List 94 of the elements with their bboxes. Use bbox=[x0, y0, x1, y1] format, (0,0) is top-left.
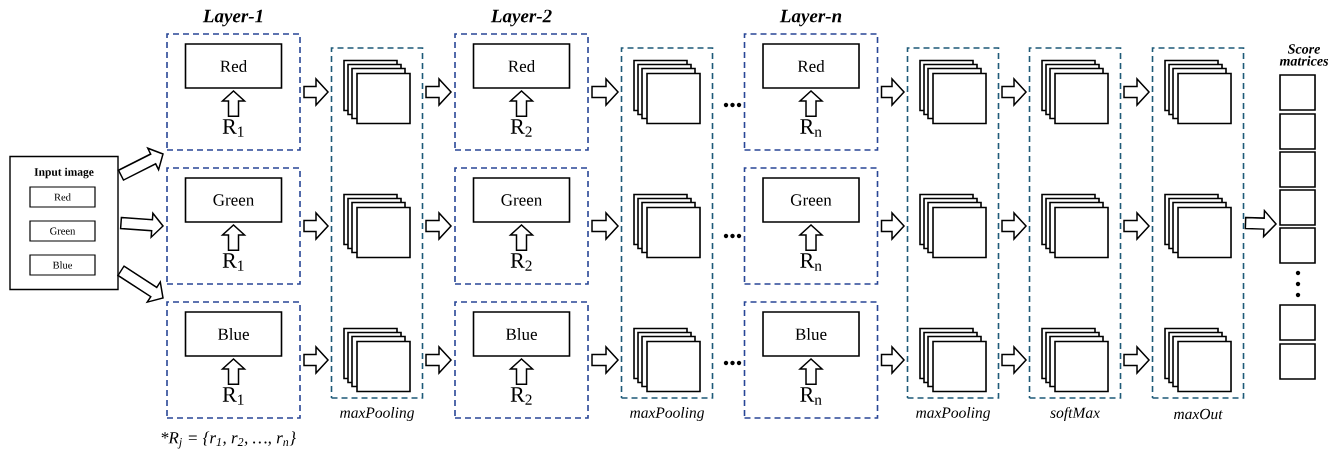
feature-map-stack bbox=[1164, 193, 1232, 259]
node-label: maxPooling bbox=[916, 406, 991, 422]
feature-map-stack bbox=[343, 193, 411, 259]
block-arrow bbox=[425, 345, 453, 375]
channel-box: Blue bbox=[472, 311, 571, 357]
block-arrow bbox=[303, 345, 330, 375]
block-arrow bbox=[1244, 208, 1278, 239]
matrix-box bbox=[1279, 189, 1316, 226]
dashed-box bbox=[743, 167, 879, 285]
feature-map-stack bbox=[633, 193, 701, 259]
region-label: R$_{n}$ bbox=[800, 119, 822, 137]
block-arrow bbox=[798, 224, 824, 251]
region-label: R$_{2}$ bbox=[510, 253, 532, 271]
channel-box: Green bbox=[762, 177, 860, 223]
block-arrow bbox=[1001, 211, 1028, 241]
block-arrow bbox=[880, 345, 906, 375]
feature-map-stack bbox=[633, 327, 701, 393]
block-arrow bbox=[303, 211, 330, 241]
column-heading: Score matrices bbox=[1279, 44, 1329, 66]
matrix-box bbox=[1279, 343, 1316, 380]
dashed-box bbox=[166, 33, 301, 151]
node-label: maxPooling bbox=[630, 406, 705, 422]
channel-box: Green bbox=[472, 177, 571, 223]
matrix-box bbox=[1279, 74, 1316, 111]
matrix-box bbox=[1279, 151, 1316, 188]
region-label: R$_{1}$ bbox=[222, 387, 244, 405]
block-arrow bbox=[798, 358, 824, 385]
region-label: R$_{1}$ bbox=[222, 119, 244, 137]
block-arrow bbox=[591, 211, 620, 241]
dashed-box bbox=[743, 33, 879, 151]
pooling-group: maxOut bbox=[1151, 47, 1245, 420]
block-arrow bbox=[1001, 77, 1028, 107]
channel-box: Red bbox=[29, 186, 96, 208]
region-label: R$_{2}$ bbox=[510, 119, 532, 137]
block-arrow bbox=[303, 77, 330, 107]
dashed-box bbox=[454, 301, 589, 419]
node-label: maxPooling bbox=[340, 406, 415, 422]
channel-box: Red bbox=[184, 43, 283, 89]
feature-map-stack bbox=[1041, 59, 1109, 125]
channel-box: Red bbox=[762, 43, 860, 89]
pooling-group: softMax bbox=[1028, 47, 1122, 422]
feature-map-stack bbox=[1164, 59, 1232, 125]
pooling-group: maxPooling bbox=[906, 47, 1000, 422]
feature-map-stack bbox=[343, 327, 411, 393]
block-arrow bbox=[508, 224, 535, 251]
region-label: R$_{2}$ bbox=[510, 387, 532, 405]
block-arrow bbox=[220, 224, 247, 251]
block-arrow bbox=[1123, 345, 1151, 375]
region-label: R$_{1}$ bbox=[222, 253, 244, 271]
node-label: softMax bbox=[1050, 406, 1100, 422]
dashed-box bbox=[454, 33, 589, 151]
block-arrow bbox=[1123, 77, 1151, 107]
feature-map-stack bbox=[919, 59, 987, 125]
block-arrow bbox=[508, 90, 535, 117]
block-arrow bbox=[425, 77, 453, 107]
feature-map-stack bbox=[633, 59, 701, 125]
pooling-group: maxPooling bbox=[620, 47, 714, 422]
node-label: maxOut bbox=[1174, 408, 1223, 420]
feature-map-stack bbox=[919, 193, 987, 259]
block-arrow bbox=[117, 265, 164, 304]
dashed-box bbox=[743, 301, 879, 419]
channel-box: Green bbox=[29, 220, 96, 242]
dashed-box bbox=[454, 167, 589, 285]
block-arrow bbox=[880, 77, 906, 107]
channel-box: Green bbox=[184, 177, 283, 223]
feature-map-stack bbox=[919, 327, 987, 393]
pooling-group: maxPooling bbox=[330, 47, 424, 422]
channel-box: Blue bbox=[762, 311, 860, 357]
feature-map-stack bbox=[1164, 327, 1232, 393]
block-arrow bbox=[220, 90, 247, 117]
dashed-box bbox=[166, 301, 301, 419]
block-arrow bbox=[798, 90, 824, 117]
channel-box: Blue bbox=[184, 311, 283, 357]
block-arrow bbox=[591, 77, 620, 107]
dashed-box bbox=[166, 167, 301, 285]
matrix-box bbox=[1279, 304, 1316, 341]
feature-map-stack bbox=[343, 59, 411, 125]
block-arrow bbox=[508, 358, 535, 385]
feature-map-stack bbox=[1041, 193, 1109, 259]
block-arrow bbox=[119, 211, 164, 240]
footnote: *R$_{j}$ = {r$_{1}$, r$_{2}$, …, r$_{n}$} bbox=[161, 431, 296, 449]
channel-box: Blue bbox=[29, 254, 96, 276]
block-arrow bbox=[425, 211, 453, 241]
block-arrow bbox=[880, 211, 906, 241]
block-arrow bbox=[220, 358, 247, 385]
block-arrow bbox=[591, 345, 620, 375]
matrix-box bbox=[1279, 227, 1316, 264]
region-label: R$_{n}$ bbox=[800, 387, 822, 405]
feature-map-stack bbox=[1041, 327, 1109, 393]
channel-box: Red bbox=[472, 43, 571, 89]
block-arrow bbox=[1123, 211, 1151, 241]
region-label: R$_{n}$ bbox=[800, 253, 822, 271]
matrix-box bbox=[1279, 113, 1316, 150]
block-arrow bbox=[1001, 345, 1028, 375]
